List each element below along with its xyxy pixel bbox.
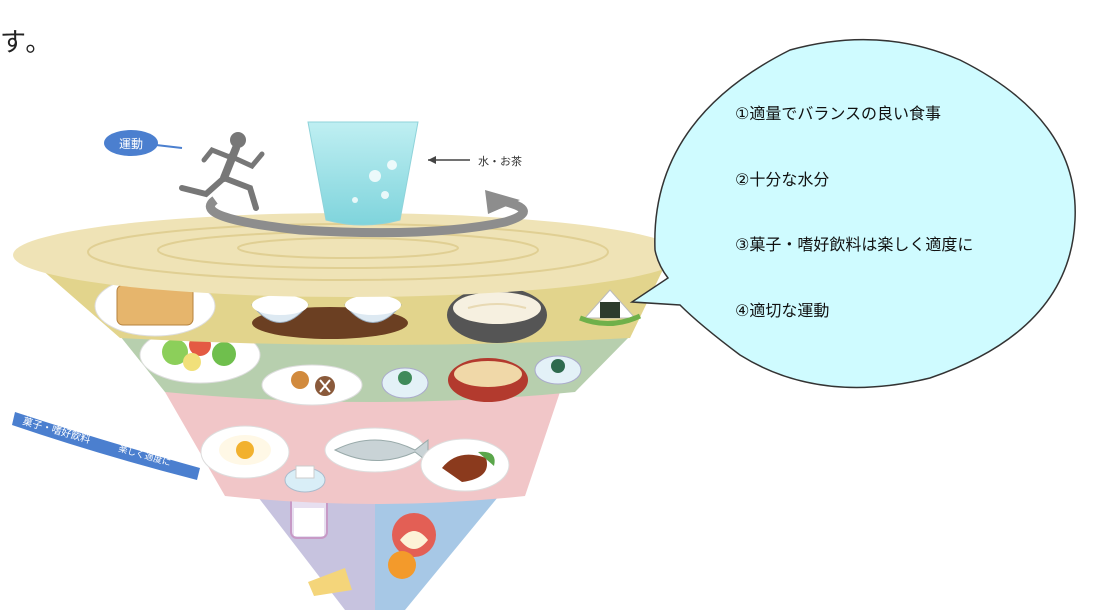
rotation-arrow-icon xyxy=(205,190,528,238)
meat-icon xyxy=(442,454,487,482)
top-disc xyxy=(13,213,683,297)
orange-icon xyxy=(388,551,416,579)
vegetable-band xyxy=(120,326,630,406)
cheese-icon xyxy=(308,568,352,596)
exercise-badge: 運動 xyxy=(104,130,183,156)
dairy-fruit-band xyxy=(258,487,498,610)
speech-bubble xyxy=(629,38,1076,389)
runner-icon xyxy=(179,132,265,211)
water-glass-icon xyxy=(307,121,419,226)
exercise-label: 運動 xyxy=(119,137,143,151)
snack-ribbon: 菓子・嗜好飲料 楽しく適度に xyxy=(12,412,200,480)
water-tea-label: 水・お茶 xyxy=(478,155,522,168)
bubble-item-2: ②十分な水分 xyxy=(735,170,830,189)
bubble-item-4: ④適切な運動 xyxy=(735,301,830,320)
heading-text-fragment: す。 xyxy=(0,28,54,58)
apple-cut-face xyxy=(400,531,428,549)
protein-band xyxy=(165,392,560,504)
simmered-dish-icon xyxy=(261,364,363,406)
bubble-item-1: ①適量でバランスの良い食事 xyxy=(735,104,942,123)
fruit-section xyxy=(375,497,498,610)
egg-yolk-icon xyxy=(236,441,254,459)
bubble-item-3: ③菓子・嗜好飲料は楽しく適度に xyxy=(735,235,974,254)
milk-fill xyxy=(294,508,324,536)
